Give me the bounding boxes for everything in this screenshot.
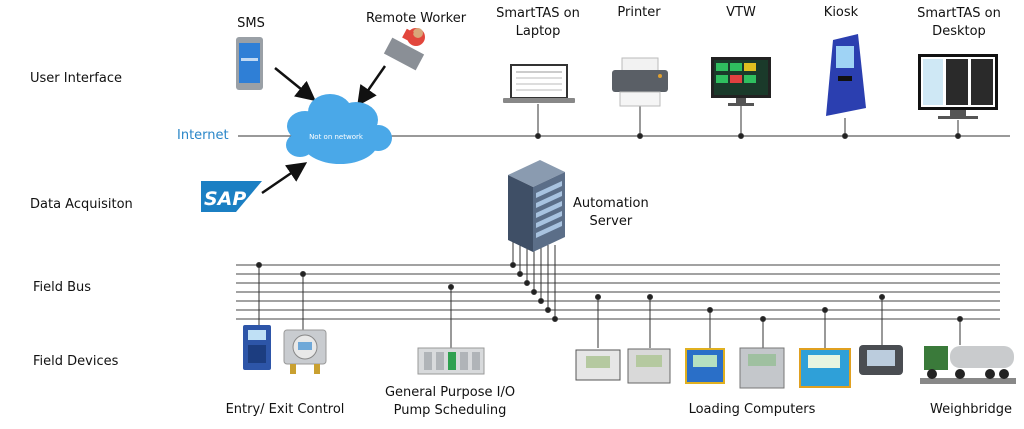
entry-reader-icon <box>243 325 271 370</box>
kiosk-icon <box>826 34 866 116</box>
arrow-sms <box>274 67 316 102</box>
label-smarttas-desktop-line1: SmartTAS on <box>917 6 1001 21</box>
label-loading-computers: Loading Computers <box>688 402 816 417</box>
field-bus-lines <box>236 264 1000 320</box>
label-printer: Printer <box>617 5 661 20</box>
arrow-remote <box>357 65 387 107</box>
loading-computer-3-icon <box>685 348 725 384</box>
label-automation-server-line1: Automation <box>573 196 649 211</box>
label-smarttas-laptop-line2: Laptop <box>515 24 561 39</box>
loading-computer-2-icon <box>627 348 671 384</box>
layer-data-acquisition: Data Acquisiton <box>30 197 133 212</box>
internet-cloud <box>286 94 392 164</box>
layer-internet: Internet <box>177 128 229 143</box>
svg-text:SAP: SAP <box>204 188 246 210</box>
server-rack-icon <box>508 160 565 252</box>
label-automation-server: Automation Server <box>573 195 649 231</box>
label-vtw: VTW <box>726 5 756 20</box>
laptop-icon <box>503 64 575 103</box>
label-entry-exit: Entry/ Exit Control <box>225 402 345 417</box>
label-remote-worker: Remote Worker <box>365 11 467 26</box>
label-gp-io: General Purpose I/O Pump Scheduling <box>385 384 515 420</box>
server-drops <box>510 238 558 322</box>
label-smarttas-desktop: SmartTAS on Desktop <box>917 5 1001 41</box>
desktop-monitor-icon <box>918 54 998 119</box>
sms-phone-icon <box>236 37 263 90</box>
gp-io-module-icon <box>417 347 485 375</box>
loading-computer-1-icon <box>575 349 621 381</box>
label-kiosk: Kiosk <box>823 5 859 20</box>
label-smarttas-laptop-line1: SmartTAS on <box>496 6 580 21</box>
remote-worker-icon <box>383 28 425 71</box>
loading-computer-5-icon <box>799 348 851 388</box>
loading-computer-6-icon <box>859 345 903 375</box>
top-drops <box>535 104 961 139</box>
vtw-monitor-icon <box>711 57 771 106</box>
layer-user-interface: User Interface <box>30 71 122 86</box>
label-automation-server-line2: Server <box>589 214 633 229</box>
label-sms: SMS <box>237 16 265 31</box>
label-gp-io-line2: Pump Scheduling <box>393 403 507 418</box>
layer-field-devices: Field Devices <box>33 354 119 369</box>
entry-controller-icon <box>283 329 327 374</box>
layer-field-bus: Field Bus <box>33 280 92 295</box>
weighbridge-truck-icon <box>920 346 1016 384</box>
label-weighbridge: Weighbridge <box>930 402 1012 417</box>
label-smarttas-laptop: SmartTAS on Laptop <box>496 5 580 41</box>
label-gp-io-line1: General Purpose I/O <box>384 385 516 400</box>
label-smarttas-desktop-line2: Desktop <box>932 24 986 39</box>
sap-logo: SAP <box>201 181 262 212</box>
printer-icon <box>612 57 668 107</box>
cloud-label: Not on network <box>309 133 363 141</box>
arrow-sap <box>261 162 308 195</box>
loading-computer-4-icon <box>739 347 785 389</box>
device-drops <box>256 262 963 348</box>
